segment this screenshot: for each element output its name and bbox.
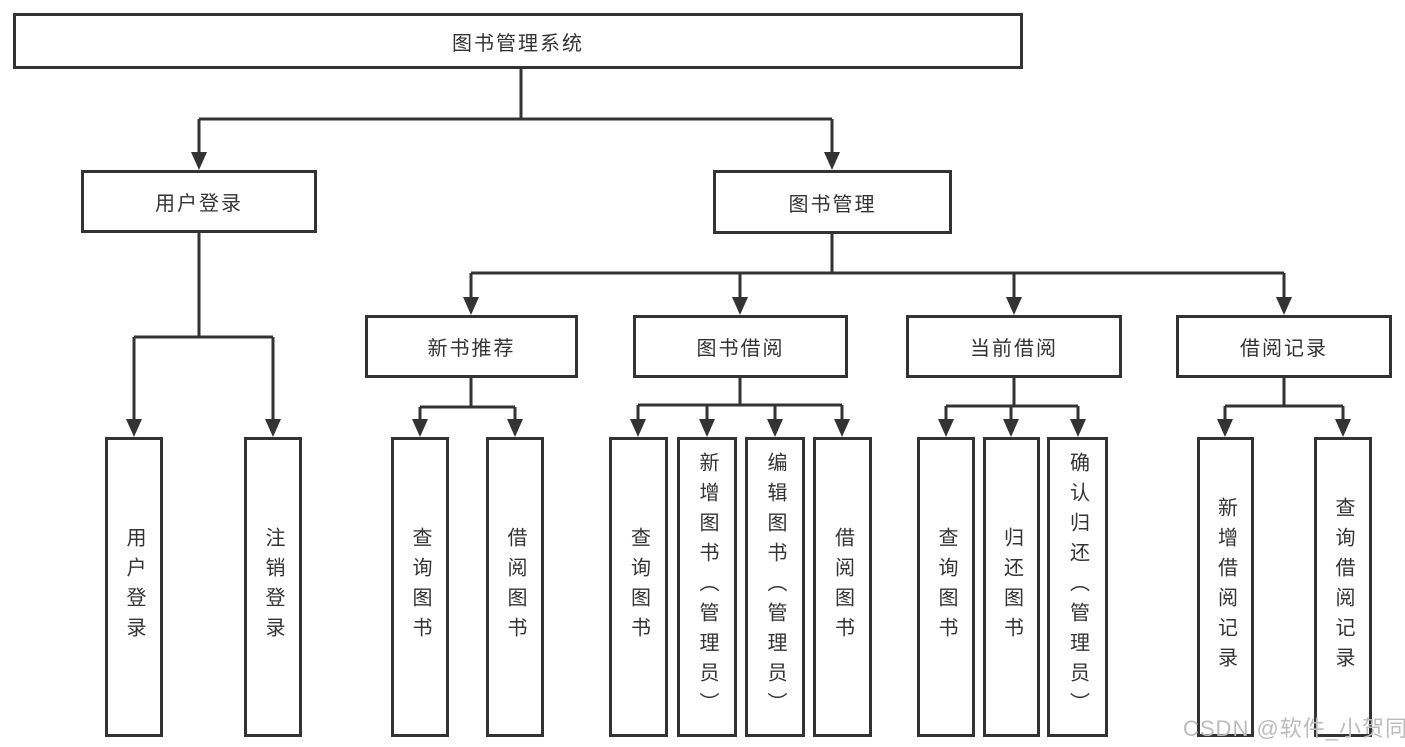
leaf-edit-books-admin: 编辑图书（管理员） xyxy=(745,437,805,737)
leaf-query-books-current: 查询图书 xyxy=(917,437,975,737)
leaf-query-books-recommend: 查询图书 xyxy=(391,437,449,737)
leaf-user-login-label: 用户登录 xyxy=(123,527,145,647)
leaf-confirm-return-admin: 确认归还（管理员） xyxy=(1047,437,1108,737)
connector-paths xyxy=(132,69,1345,420)
leaf-logout-login: 注销登录 xyxy=(244,437,302,737)
node-new-book-recommend: 新书推荐 xyxy=(365,315,578,378)
node-root: 图书管理系统 xyxy=(13,13,1023,69)
leaf-edit-books-admin-label: 编辑图书（管理员） xyxy=(764,452,786,722)
leaf-logout-login-label: 注销登录 xyxy=(262,527,284,647)
leaf-return-books-label: 归还图书 xyxy=(1000,527,1023,647)
leaf-query-books-recommend-label: 查询图书 xyxy=(409,527,431,647)
leaf-query-borrow-record: 查询借阅记录 xyxy=(1314,437,1372,737)
leaf-confirm-return-admin-label: 确认归还（管理员） xyxy=(1066,452,1089,722)
node-book-management: 图书管理 xyxy=(713,170,952,234)
leaf-add-books-admin: 新增图书（管理员） xyxy=(677,437,737,737)
node-book-borrowing: 图书借阅 xyxy=(633,315,848,378)
leaf-add-borrow-record: 新增借阅记录 xyxy=(1197,437,1254,737)
leaf-query-borrow-record-label: 查询借阅记录 xyxy=(1332,497,1354,677)
leaf-borrow-books-borrowing: 借阅图书 xyxy=(813,437,872,737)
leaf-query-books-borrowing-label: 查询图书 xyxy=(627,527,650,647)
leaf-query-books-current-label: 查询图书 xyxy=(935,527,957,647)
node-user-login: 用户登录 xyxy=(81,170,317,233)
leaf-borrow-books-borrowing-label: 借阅图书 xyxy=(831,527,854,647)
leaf-borrow-books-recommend: 借阅图书 xyxy=(486,437,544,737)
leaf-user-login: 用户登录 xyxy=(105,437,163,737)
csdn-watermark: CSDN @软件_小贺同学 xyxy=(1183,716,1405,741)
leaf-add-books-admin-label: 新增图书（管理员） xyxy=(696,452,718,722)
leaf-return-books: 归还图书 xyxy=(983,437,1040,737)
leaf-query-books-borrowing: 查询图书 xyxy=(609,437,668,737)
node-current-borrowing: 当前借阅 xyxy=(906,315,1122,378)
node-borrowing-records: 借阅记录 xyxy=(1176,315,1392,378)
leaf-borrow-books-recommend-label: 借阅图书 xyxy=(504,527,526,647)
leaf-add-borrow-record-label: 新增借阅记录 xyxy=(1214,497,1237,677)
